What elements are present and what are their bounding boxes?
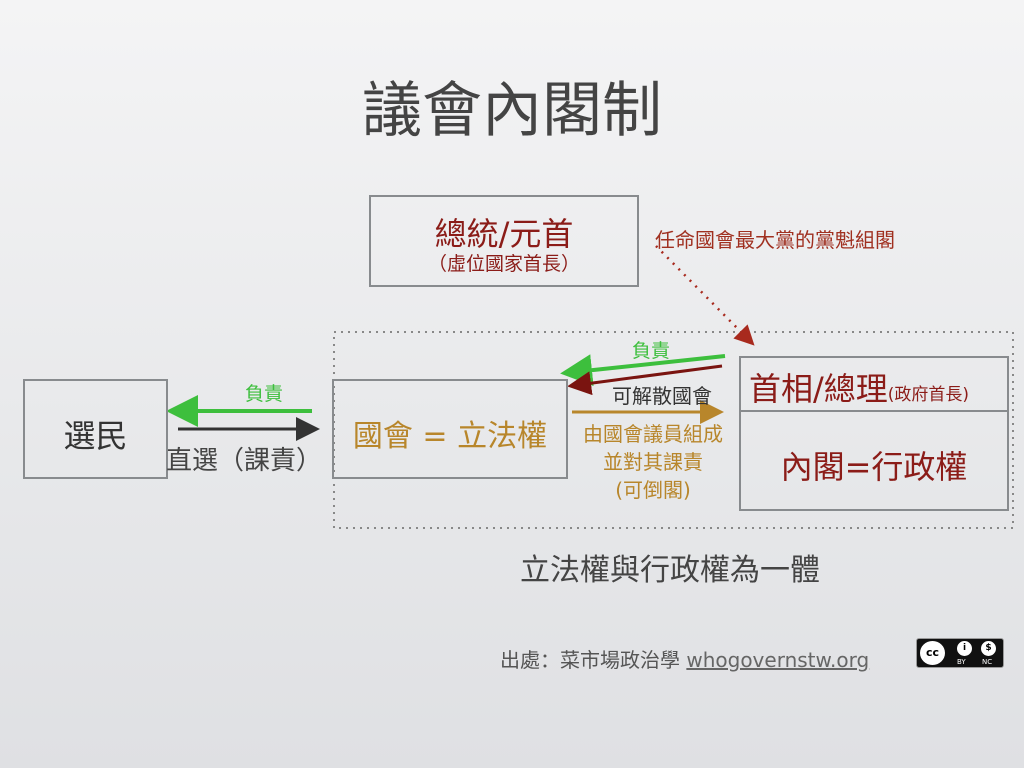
formed-by-line: (可倒閣) bbox=[615, 478, 691, 502]
appoint-arrow bbox=[655, 245, 755, 346]
slide-title: 議會內閣制 bbox=[362, 76, 662, 146]
nc-icon: $ bbox=[981, 641, 996, 656]
president-box: 總統/元首 （虛位國家首長） bbox=[369, 195, 639, 287]
pm-box: 首相/總理(政府首長) bbox=[739, 356, 1009, 412]
parliament-box: 國會 = 立法權 bbox=[332, 379, 568, 479]
formed-by-line: 由國會議員組成 bbox=[583, 422, 723, 446]
by-label: BY bbox=[957, 658, 966, 666]
fusion-caption: 立法權與行政權為一體 bbox=[520, 553, 820, 588]
dissolve-arrow bbox=[567, 364, 723, 396]
cabinet-box: 內閣=行政權 bbox=[739, 410, 1009, 511]
nc-label: NC bbox=[982, 658, 993, 666]
source-link[interactable]: whogovernstw.org bbox=[686, 648, 870, 672]
pm-name: 首相/總理 bbox=[749, 370, 888, 408]
voters-box: 選民 bbox=[23, 379, 168, 479]
cabinet-responsible-label: 負責 bbox=[632, 340, 671, 362]
parliament-label: 國會 = 立法權 bbox=[352, 419, 548, 454]
by-icon: i bbox=[957, 641, 972, 656]
cc-icon: cc bbox=[920, 641, 945, 665]
president-name: 總統/元首 bbox=[434, 215, 574, 253]
cabinet-label: 內閣=行政權 bbox=[780, 448, 968, 486]
pm-note: (政府首長) bbox=[887, 385, 970, 405]
cabinet-responsible-arrow bbox=[560, 354, 726, 387]
cc-license-badge: cc i $ BY NC bbox=[916, 638, 1004, 668]
formed-by-text: 由國會議員組成 並對其課責 (可倒閣) bbox=[562, 420, 744, 504]
dissolve-label: 可解散國會 bbox=[612, 384, 712, 408]
voter-responsible-label: 負責 bbox=[245, 383, 284, 405]
voters-label: 選民 bbox=[63, 417, 128, 455]
source-label: 出處：菜市場政治學 bbox=[500, 648, 680, 672]
footer-source: 出處：菜市場政治學 whogovernstw.org bbox=[500, 644, 869, 673]
appoint-label: 任命國會最大黨的黨魁組閣 bbox=[655, 228, 895, 252]
president-note: （虛位國家首長） bbox=[427, 253, 580, 275]
fusion-dotted-region bbox=[333, 331, 1014, 529]
formed-by-line: 並對其課責 bbox=[603, 450, 703, 474]
direct-election-label: 直選（課責） bbox=[166, 446, 323, 476]
